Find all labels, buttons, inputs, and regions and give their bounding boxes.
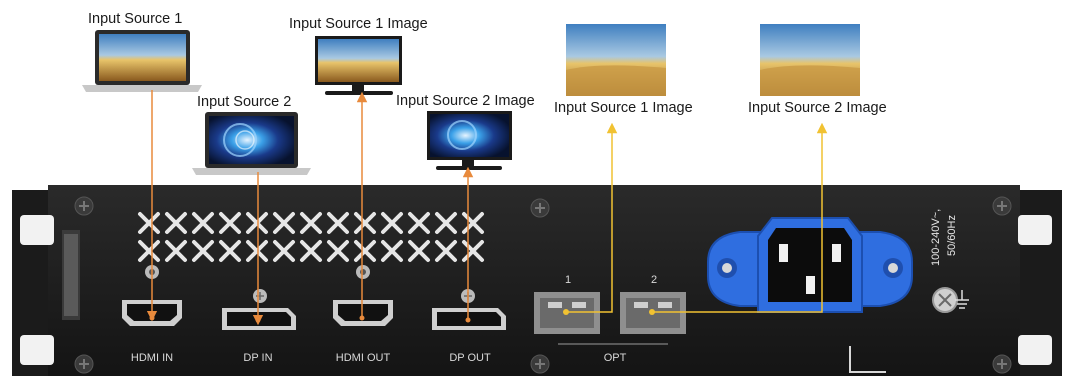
vent-slot xyxy=(273,240,295,262)
port-label-hdmi-in: HDMI IN xyxy=(130,352,174,364)
vent-slot xyxy=(246,212,268,234)
screw-icon xyxy=(530,198,550,218)
vent-slot xyxy=(219,212,241,234)
monitor-icon xyxy=(315,36,402,95)
label-input-source-1: Input Source 1 xyxy=(88,11,183,27)
port-label-hdmi-out: HDMI OUT xyxy=(335,352,391,364)
vent-grille xyxy=(138,212,484,262)
vent-slot xyxy=(381,240,403,262)
vent-slot xyxy=(273,212,295,234)
screw-icon xyxy=(74,354,94,374)
vent-slot xyxy=(462,240,484,262)
vent-slot xyxy=(300,212,322,234)
port-label-opt-1: 1 xyxy=(564,274,572,286)
vent-slot xyxy=(435,212,457,234)
vent-slot xyxy=(165,212,187,234)
vent-slot xyxy=(300,240,322,262)
port-label-opt: OPT xyxy=(603,352,627,364)
label-input-source-2-image-monitor: Input Source 2 Image xyxy=(396,93,535,109)
vent-slot xyxy=(192,212,214,234)
screw-icon xyxy=(74,196,94,216)
led-screen-image xyxy=(760,24,860,96)
vent-slot xyxy=(462,212,484,234)
power-rating-line-2: 50/60Hz xyxy=(946,215,958,256)
label-input-source-2-image-screen: Input Source 2 Image xyxy=(748,100,887,116)
vent-slot xyxy=(138,212,160,234)
vent-slot xyxy=(327,212,349,234)
label-input-source-1-image-monitor: Input Source 1 Image xyxy=(289,16,428,32)
vent-slot xyxy=(354,212,376,234)
led-screen-image xyxy=(566,24,666,96)
vent-slot xyxy=(165,240,187,262)
laptop-icon xyxy=(192,112,311,175)
monitor-icon xyxy=(427,111,512,170)
panel-marking xyxy=(849,346,886,373)
vent-slot xyxy=(354,240,376,262)
vent-slot xyxy=(192,240,214,262)
label-input-source-2: Input Source 2 xyxy=(197,94,292,110)
vent-slot xyxy=(327,240,349,262)
ground-terminal-icon xyxy=(932,287,969,313)
vent-slot xyxy=(435,240,457,262)
power-rating-line-1: 100-240V~, xyxy=(930,208,942,266)
fiber-link-line xyxy=(566,122,618,313)
screw-icon xyxy=(530,354,550,374)
screw-icon xyxy=(992,354,1012,374)
vent-slot xyxy=(408,212,430,234)
vent-slot xyxy=(246,240,268,262)
vent-slot xyxy=(138,240,160,262)
hdmi-out-port xyxy=(333,265,393,326)
laptop-icon xyxy=(82,30,202,92)
port-label-opt-2: 2 xyxy=(650,274,658,286)
screw-icon xyxy=(992,196,1012,216)
port-label-dp-out: DP OUT xyxy=(449,352,491,364)
label-input-source-1-image-screen: Input Source 1 Image xyxy=(554,100,693,116)
vent-slot xyxy=(219,240,241,262)
power-socket xyxy=(707,217,913,313)
vent-slot xyxy=(381,212,403,234)
port-label-dp-in: DP IN xyxy=(243,352,273,364)
vent-slot xyxy=(408,240,430,262)
fiber-link-line xyxy=(652,122,828,313)
